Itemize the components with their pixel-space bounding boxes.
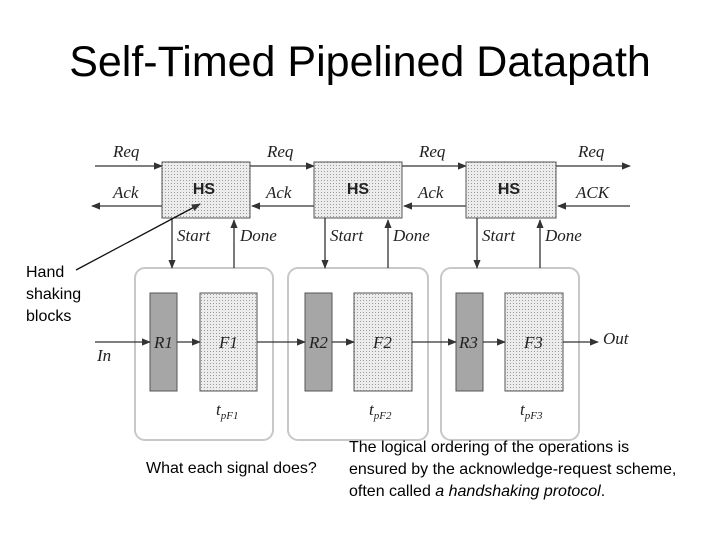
logic-block-2 [353,292,413,392]
register-label-2: R2 [308,333,328,352]
answer-tail: . [600,483,606,500]
logic-block-3 [504,292,564,392]
hs-label-3: HS [498,181,521,198]
logic-label-1: F1 [218,333,238,352]
done-label-1: Done [239,226,277,245]
slide-title: Self-Timed Pipelined Datapath [69,38,651,86]
logic-label-3: F3 [523,333,543,352]
ack-label-4: ACK [575,183,611,202]
question-text: What each signal does? [146,460,317,477]
register-2 [304,292,333,392]
req-label-2: Req [266,142,294,161]
start-label-2: Start [330,226,364,245]
start-label-1: Start [177,226,211,245]
stage-frame-3 [440,267,580,441]
req-label-4: Req [577,142,605,161]
ack-label-3: Ack [417,183,444,202]
register-1 [149,292,178,392]
hs-block-1 [161,161,251,219]
ack-label-2: Ack [265,183,292,202]
hs-block-3 [465,161,557,219]
start-label-3: Start [482,226,516,245]
register-3 [455,292,484,392]
hs-label-2: HS [347,181,370,198]
register-label-1: R1 [153,333,173,352]
delay-label-1: tpF1 [216,400,238,422]
hand-label-line: shaking [26,286,82,303]
hand-label-line: Hand [26,264,65,281]
stage-frame-2 [287,267,429,441]
hand-label-pointer [75,203,201,271]
register-label-3: R3 [458,333,478,352]
logic-label-2: F2 [372,333,392,352]
delay-label-2: tpF2 [369,400,392,422]
hand-label-line: blocks [26,308,72,325]
req-label-1: Req [112,142,140,161]
stage-frame-1 [134,267,274,441]
delay-label-3: tpF3 [520,400,543,422]
req-label-3: Req [418,142,446,161]
hs-label-1: HS [193,181,216,198]
done-label-2: Done [392,226,430,245]
answer-emphasis: a handshaking protocol [435,483,601,500]
answer-text: The logical ordering of the operations i… [349,437,679,503]
output-label: Out [603,329,630,348]
input-label: In [96,346,111,365]
hand-shaking-label: Hand shaking blocks [26,262,81,328]
done-label-3: Done [544,226,582,245]
hs-block-2 [313,161,403,219]
answer-plain: The logical ordering of the operations i… [349,439,677,500]
ack-label-1: Ack [112,183,139,202]
